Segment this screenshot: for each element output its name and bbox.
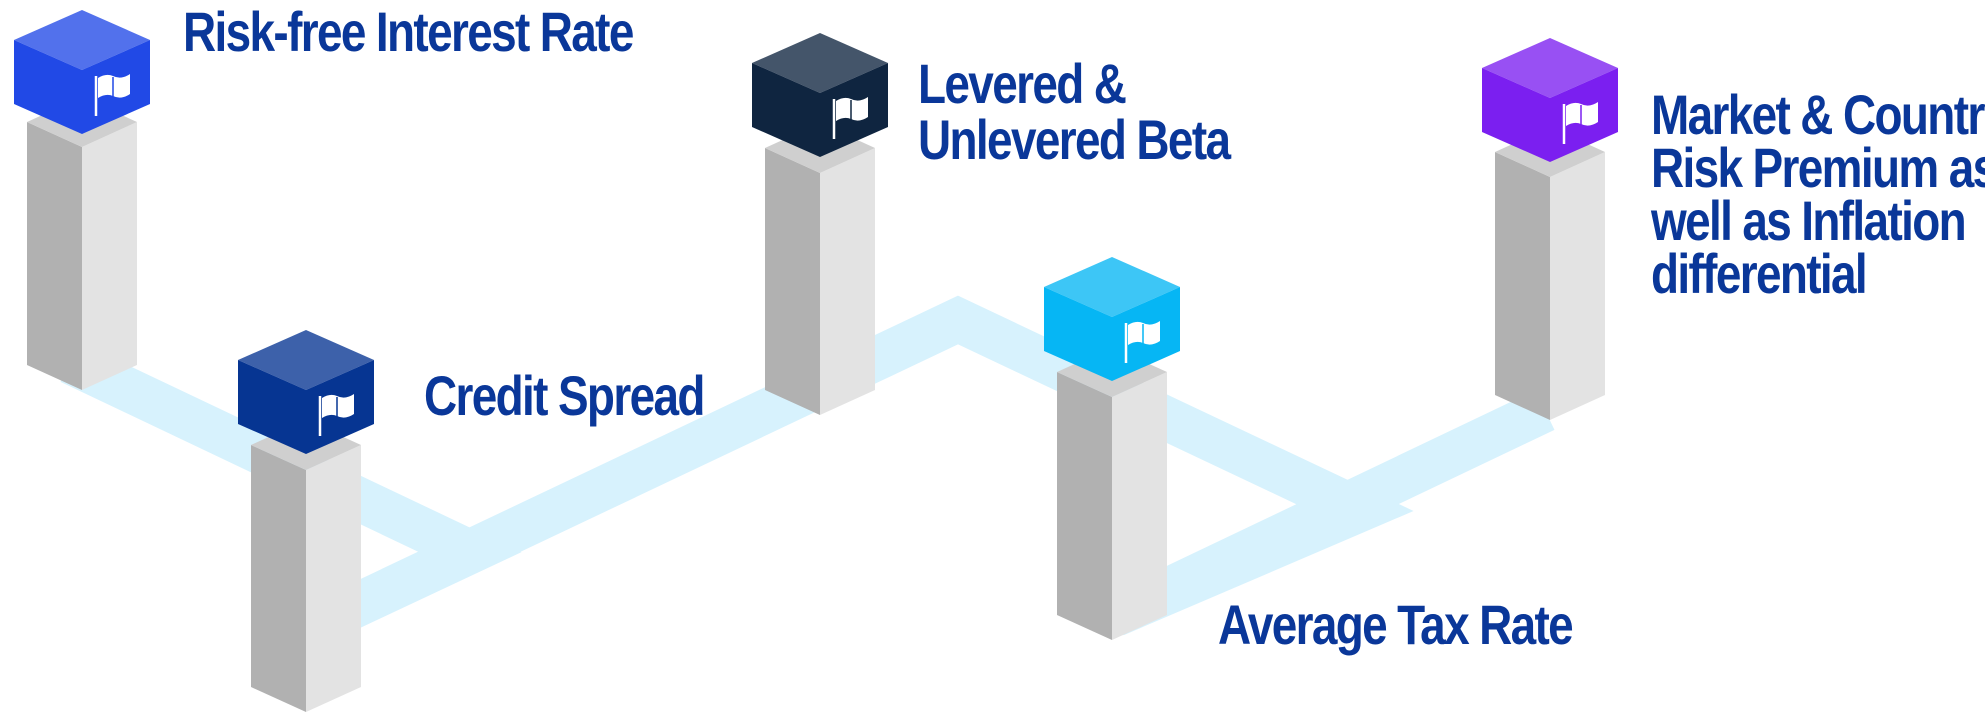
milestone-label-average-tax-rate: Average Tax Rate xyxy=(1218,593,1574,656)
cube-left-face xyxy=(1044,287,1112,381)
pillar-left-face xyxy=(765,148,820,415)
milestone-market-country-risk xyxy=(1482,38,1618,420)
milestone-label-market-country-risk: Market & Country Risk Premium as well as… xyxy=(1651,83,1985,305)
flag-icon xyxy=(94,74,130,116)
milestone-average-tax-rate xyxy=(1044,257,1180,640)
milestone-label-credit-spread: Credit Spread xyxy=(424,364,705,427)
pillar-right-face xyxy=(820,148,875,415)
cube-left-face xyxy=(14,40,82,134)
pillar-left-face xyxy=(1495,152,1550,420)
milestone-risk-free-rate xyxy=(14,10,150,390)
pillars xyxy=(14,10,1618,712)
cube-left-face xyxy=(238,360,306,454)
pillar-right-face xyxy=(1550,152,1605,420)
milestone-label-risk-free-rate: Risk-free Interest Rate xyxy=(183,0,634,63)
milestone-label-beta: Levered & Unlevered Beta xyxy=(918,52,1231,171)
flag-icon xyxy=(832,97,868,139)
pillar-left-face xyxy=(251,445,306,712)
pillar-right-face xyxy=(306,445,361,712)
flag-icon xyxy=(318,394,354,436)
pillar-right-face xyxy=(82,122,137,390)
pillar-left-face xyxy=(27,122,82,390)
flag-icon xyxy=(1562,102,1598,144)
pillar-left-face xyxy=(1057,372,1112,640)
milestone-credit-spread xyxy=(238,330,374,712)
milestone-beta xyxy=(752,33,888,415)
cube-left-face xyxy=(1482,68,1550,162)
flag-icon xyxy=(1124,321,1160,363)
pillar-right-face xyxy=(1112,372,1167,640)
cube-left-face xyxy=(752,63,820,157)
